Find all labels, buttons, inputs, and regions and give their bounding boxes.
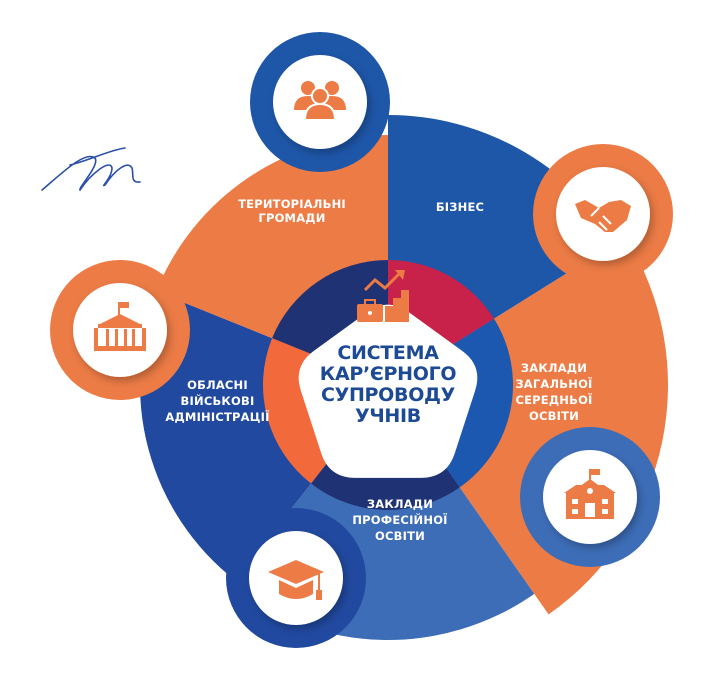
government-building-icon [94, 302, 146, 351]
label-line: ТЕРИТОРІАЛЬНІ [238, 197, 346, 211]
handshake-icon [575, 200, 631, 232]
label-line: СЕРЕДНЬОЇ [515, 393, 593, 407]
label-line: АДМІНІСТРАЦІЇ [165, 410, 270, 424]
school-building-icon [564, 469, 616, 519]
title-line: СИСТЕМА [337, 342, 439, 364]
label-regional-admin: ОБЛАСНІ ВІЙСЬКОВІ АДМІНІСТРАЦІЇ [150, 377, 285, 425]
graduation-cap-icon [268, 560, 324, 600]
center-title: СИСТЕМА КАР’ЄРНОГО СУПРОВОДУ УЧНІВ [300, 343, 476, 427]
label-line: БІЗНЕС [435, 200, 485, 214]
label-territorial: ТЕРИТОРІАЛЬНІ ГРОМАДИ [222, 197, 362, 225]
label-line: ЗАКЛАДИ [520, 361, 588, 375]
label-line: ОСВІТИ [529, 409, 579, 423]
label-line: ГРОМАДИ [258, 211, 326, 225]
label-general-schools: ЗАКЛАДИ ЗАГАЛЬНОЇ СЕРЕДНЬОЇ ОСВІТИ [508, 360, 600, 424]
label-line: ЗАКЛАДИ [366, 497, 434, 511]
signature [41, 147, 141, 192]
bubble-regional-admin [73, 283, 167, 377]
center-pentagon [298, 304, 478, 478]
title-line: КАР’ЄРНОГО [319, 363, 457, 385]
label-line: ВІЙСЬКОВІ [180, 394, 255, 408]
label-vocational: ЗАКЛАДИ ПРОФЕСІЙНОЇ ОСВІТИ [340, 496, 460, 544]
label-line: ЗАГАЛЬНОЇ [515, 377, 593, 391]
label-line: ОБЛАСНІ [187, 378, 248, 392]
label-line: ОСВІТИ [375, 529, 425, 543]
title-line: УЧНІВ [355, 405, 421, 427]
label-line: ПРОФЕСІЙНОЇ [352, 513, 448, 527]
people-group-icon [294, 81, 346, 121]
title-line: СУПРОВОДУ [320, 384, 456, 406]
label-business: БІЗНЕС [420, 200, 500, 214]
career-growth-icon [357, 270, 409, 322]
